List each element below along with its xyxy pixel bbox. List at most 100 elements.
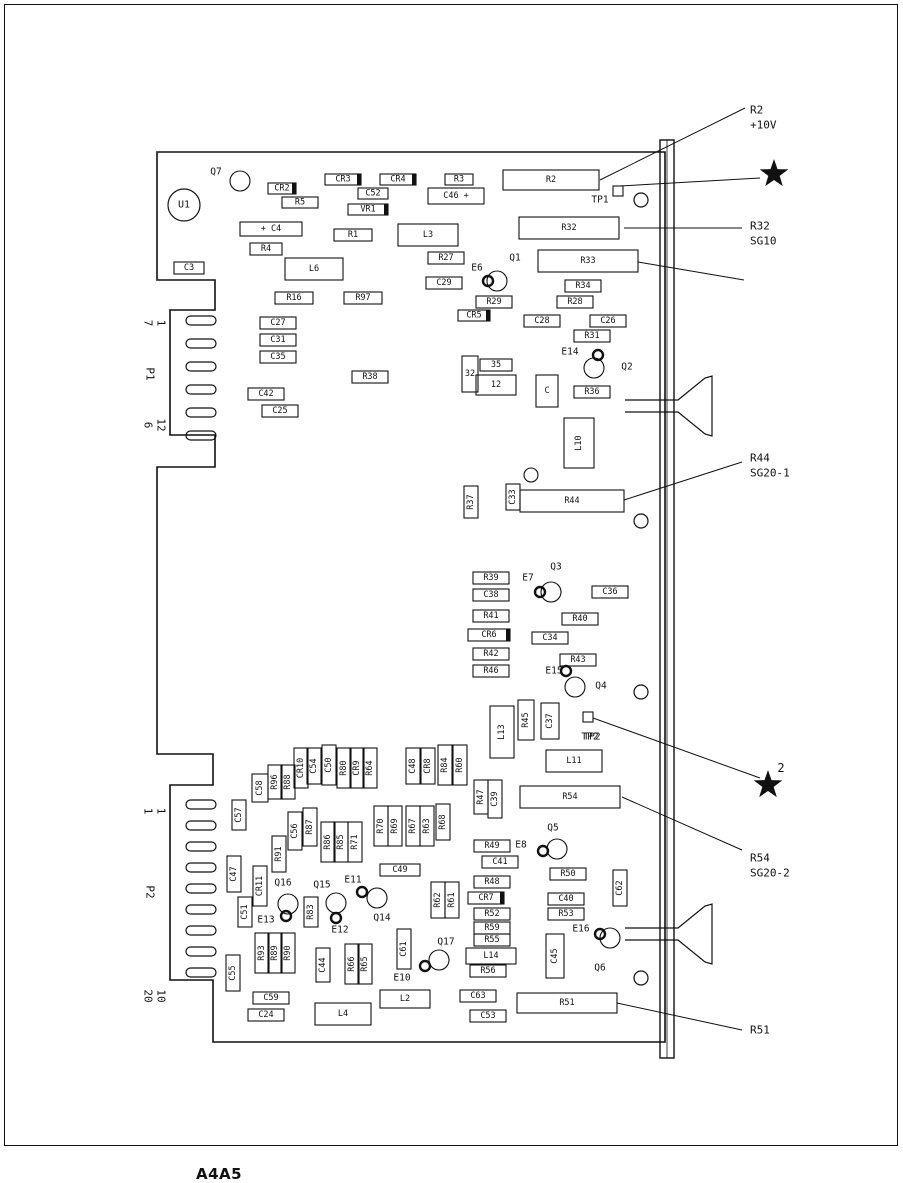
p1-pin bbox=[185, 407, 217, 418]
component-r52: R52 bbox=[484, 909, 499, 919]
component-l4-outline bbox=[314, 1002, 372, 1026]
component-r48: R48 bbox=[484, 877, 499, 887]
component-c54-outline bbox=[306, 747, 322, 785]
leader-star-2 bbox=[592, 717, 761, 779]
board-outline bbox=[156, 151, 666, 1043]
transistor-body bbox=[546, 838, 568, 860]
p2-pin-label: 1 bbox=[142, 808, 155, 815]
transistor-body bbox=[428, 949, 450, 971]
p2-pin bbox=[185, 820, 217, 831]
component-c54: C54 bbox=[309, 758, 319, 773]
component-r56-outline bbox=[469, 964, 507, 978]
component-c46: C46 + bbox=[443, 191, 469, 201]
component-vr1-polarity bbox=[384, 204, 388, 215]
component-l2-outline bbox=[379, 989, 431, 1009]
component-r39: R39 bbox=[483, 573, 498, 583]
component-c49-outline bbox=[379, 863, 421, 877]
component-r50: R50 bbox=[560, 869, 575, 879]
component-q15: Q15 bbox=[313, 880, 330, 891]
component-r65: R65 bbox=[360, 956, 370, 971]
component-c35-outline bbox=[259, 350, 297, 364]
component-q16: Q16 bbox=[274, 878, 291, 889]
component-r36-outline bbox=[573, 385, 611, 399]
component-r5-outline bbox=[281, 196, 319, 209]
component-r64-outline bbox=[362, 747, 378, 789]
component-r91-outline bbox=[271, 835, 287, 873]
transistor-body bbox=[540, 581, 562, 603]
component-r68-outline bbox=[435, 803, 451, 841]
component-e13: E13 bbox=[257, 915, 274, 926]
component-l3: L3 bbox=[423, 230, 433, 240]
component-cr11-outline bbox=[252, 865, 268, 907]
component-r62: R62 bbox=[433, 892, 443, 907]
component-e8: E8 bbox=[515, 840, 527, 851]
component-r84: R84 bbox=[440, 757, 450, 772]
p1-connector-label: P1 bbox=[144, 367, 157, 380]
p1-pin bbox=[185, 384, 217, 395]
component-r68: R68 bbox=[438, 814, 448, 829]
component-r51: R51 bbox=[559, 998, 574, 1008]
component-e16: E16 bbox=[572, 924, 589, 935]
leader-r44 bbox=[623, 461, 743, 501]
component-r16: R16 bbox=[286, 293, 301, 303]
component-r40-outline bbox=[561, 612, 599, 626]
p1-pin bbox=[185, 361, 217, 372]
component-r83-outline bbox=[303, 896, 319, 928]
component-r38: R38 bbox=[362, 372, 377, 382]
star-marker-2-label: 2 bbox=[777, 761, 784, 775]
component-l10: L10 bbox=[574, 435, 584, 450]
component-l13: L13 bbox=[497, 724, 507, 739]
p2-pin bbox=[185, 925, 217, 936]
component-c25: C25 bbox=[272, 406, 287, 416]
component-c55: C55 bbox=[228, 965, 238, 980]
component-c49: C49 bbox=[392, 865, 407, 875]
component-c31: C31 bbox=[270, 335, 285, 345]
component-r84-outline bbox=[437, 744, 453, 786]
component-c62-outline bbox=[612, 869, 628, 907]
component-c48: C48 bbox=[408, 758, 418, 773]
component-r90: R90 bbox=[283, 945, 293, 960]
component-r54-outline bbox=[519, 785, 621, 809]
component-r43-outline bbox=[559, 653, 597, 667]
star-marker-1 bbox=[759, 159, 789, 187]
component-cr10-outline bbox=[293, 747, 309, 789]
p1-pin-label: 6 bbox=[142, 422, 155, 429]
transistor-body bbox=[564, 676, 586, 698]
callout-r54: R54 bbox=[750, 852, 770, 865]
p2-connector-label: P2 bbox=[144, 885, 157, 898]
component-c47: C47 bbox=[229, 866, 239, 881]
component-r97-outline bbox=[343, 291, 383, 305]
component-c41: C41 bbox=[492, 857, 507, 867]
component-cr5: CR5 bbox=[466, 311, 481, 321]
component-c42-outline bbox=[247, 387, 285, 401]
component-q1: Q1 bbox=[509, 253, 521, 264]
component-c34-outline bbox=[531, 631, 569, 645]
component-r87-outline bbox=[302, 807, 318, 847]
component-q3: Q3 bbox=[550, 562, 561, 573]
component-l13-outline bbox=[489, 705, 515, 759]
p2-pin bbox=[185, 904, 217, 915]
component-c45: C45 bbox=[550, 948, 560, 963]
component-e14: E14 bbox=[561, 347, 578, 358]
component-e10: E10 bbox=[393, 973, 410, 984]
component-c42: C42 bbox=[258, 389, 273, 399]
p1-pin bbox=[185, 338, 217, 349]
component-r55-outline bbox=[473, 933, 511, 947]
component-c57-outline bbox=[231, 799, 247, 831]
component-r28: R28 bbox=[567, 297, 582, 307]
component-l6-outline bbox=[284, 257, 344, 281]
component-r55: R55 bbox=[484, 935, 499, 945]
component-r42: R42 bbox=[483, 649, 498, 659]
component-r87: R87 bbox=[305, 819, 315, 834]
component-12-outline bbox=[475, 374, 517, 396]
component-q14: Q14 bbox=[373, 913, 390, 924]
callout-r32: R32 bbox=[750, 220, 770, 233]
component-c24: C24 bbox=[258, 1010, 273, 1020]
component-l2: L2 bbox=[400, 994, 410, 1004]
component-e6: E6 bbox=[471, 263, 483, 274]
transistor-body bbox=[486, 270, 508, 292]
component-e15: E15 bbox=[545, 666, 562, 677]
p2-pin bbox=[185, 862, 217, 873]
component-c38-outline bbox=[472, 588, 510, 602]
component-r16-outline bbox=[274, 291, 314, 305]
